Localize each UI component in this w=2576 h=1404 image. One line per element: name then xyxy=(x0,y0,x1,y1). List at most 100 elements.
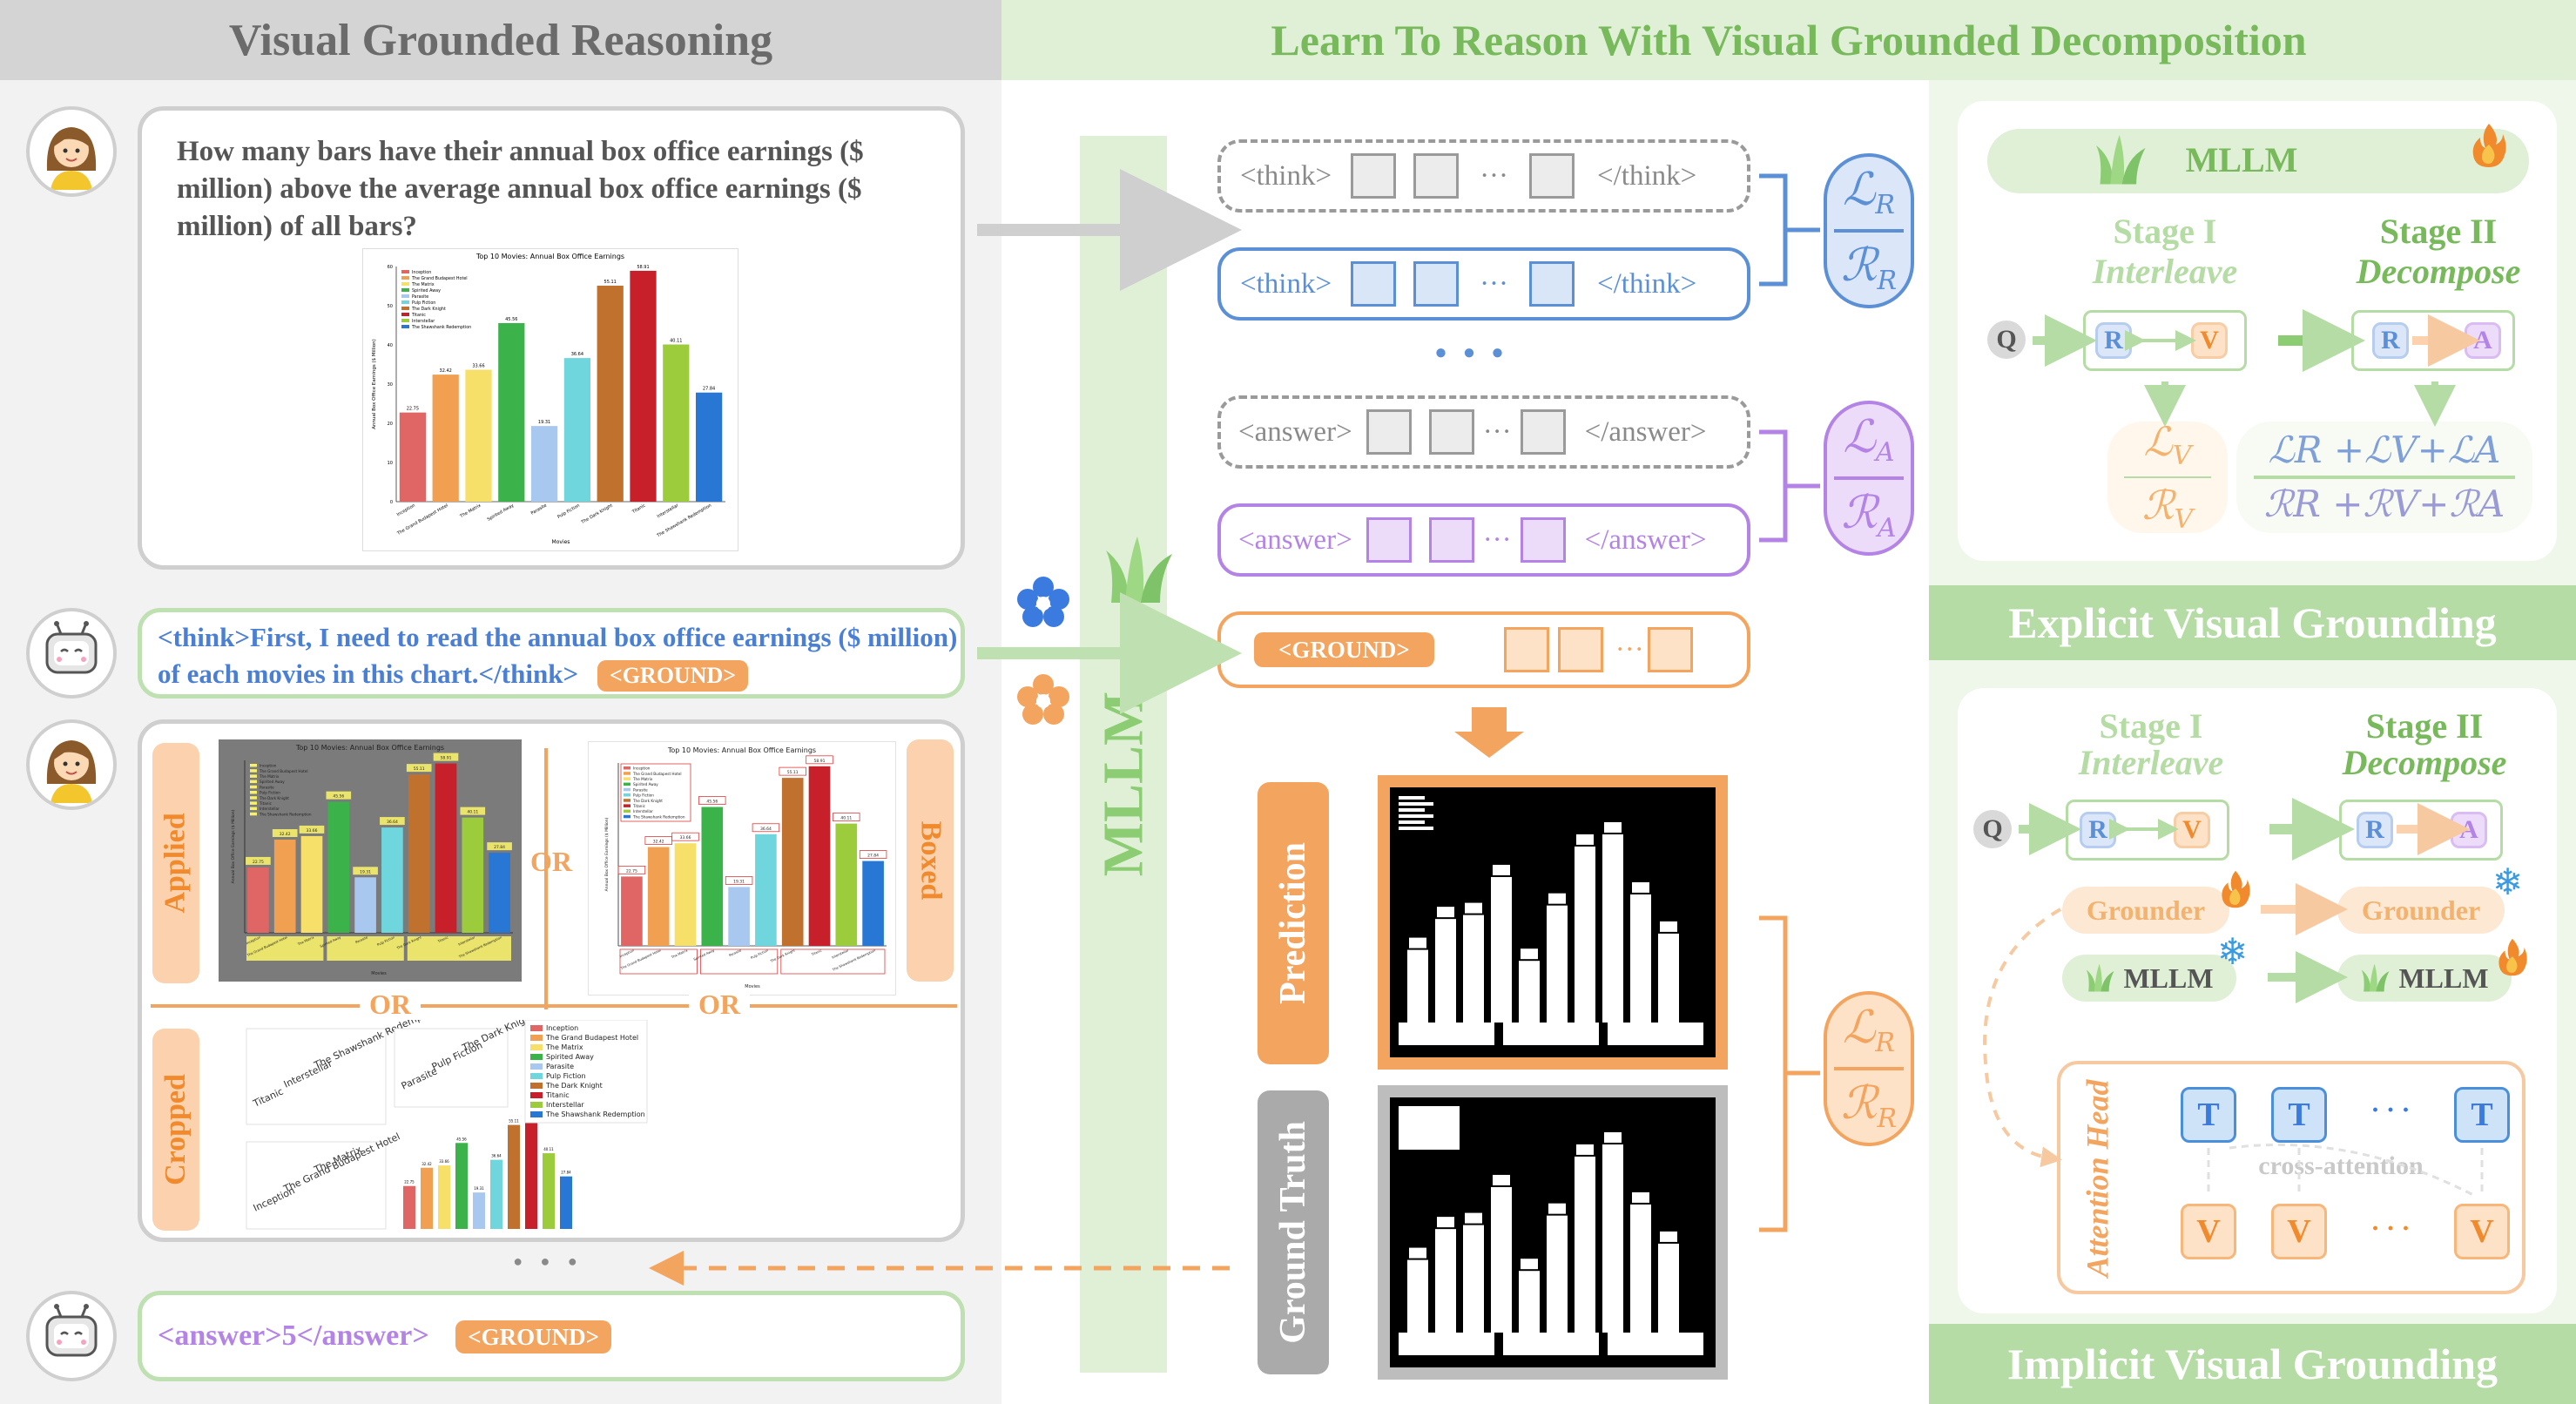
legend-label: Inception xyxy=(546,1024,578,1032)
legend-label: The Shawshank Redemption xyxy=(411,325,471,330)
t-token-1: T xyxy=(2181,1087,2236,1143)
bar-value-label: 27.84 xyxy=(494,845,505,850)
cropped-bar xyxy=(438,1165,450,1229)
cropped-bar xyxy=(421,1167,433,1229)
x-axis-label: Movies xyxy=(552,539,570,545)
value-box xyxy=(859,850,887,859)
cropped-bar-value: 27.84 xyxy=(561,1171,571,1175)
bar-value-label: 55.11 xyxy=(604,280,617,285)
mask-value xyxy=(1632,1191,1649,1203)
bar-value-label: 27.84 xyxy=(703,387,715,392)
think-tokens-sampled: <think> ··· </think> xyxy=(1217,139,1750,213)
mllm-column xyxy=(1080,136,1167,1373)
mask-value xyxy=(1409,937,1426,948)
mask-bar xyxy=(1630,1204,1651,1333)
bar xyxy=(435,763,457,933)
cropped-bar-value: 45.56 xyxy=(456,1137,467,1141)
x-tick-label: The Dark Knight xyxy=(769,948,796,963)
user-avatar-icon xyxy=(46,740,97,803)
cross-attention-label: cross-attention xyxy=(2258,1151,2424,1180)
loss-pill-grounding: ℒR ℛR xyxy=(1824,991,1914,1146)
bar-value-label: 40.11 xyxy=(467,810,478,815)
xlabel-box xyxy=(699,948,779,975)
legend-swatch xyxy=(624,804,631,807)
snowflake-icon: ❄ xyxy=(2217,933,2249,973)
bar-value-label: 22.75 xyxy=(253,860,264,865)
mask-value xyxy=(1604,1131,1622,1143)
or-label-1: OR xyxy=(530,846,572,877)
legend-label: Titanic xyxy=(632,804,646,808)
legend-swatch xyxy=(530,1025,543,1031)
legend-label: Parasite xyxy=(633,787,648,792)
mask-value xyxy=(1576,1144,1594,1155)
mask-xlabels xyxy=(1503,1333,1599,1355)
think-response-box: <think>First, I need to read the annual … xyxy=(138,608,965,699)
y-axis-label: Annual Box Office Earnings ($ Million) xyxy=(231,809,236,883)
implicit-stage2-title: Stage II xyxy=(2365,706,2484,746)
y-tick-label: 10 xyxy=(388,461,393,466)
x-tick-label: Parasite xyxy=(530,503,548,516)
legend-swatch xyxy=(401,276,409,280)
bar-value-label: 33.66 xyxy=(307,828,318,834)
bar xyxy=(530,426,558,502)
x-tick-label: Parasite xyxy=(728,948,742,957)
x-tick-label: Interstellar xyxy=(657,503,680,519)
y-tick-label: 60 xyxy=(388,265,393,270)
v-ellipsis: · · · xyxy=(2370,1214,2411,1243)
xlabel-highlight xyxy=(327,936,404,961)
legend-swatch xyxy=(401,319,409,322)
legend-label: The Matrix xyxy=(545,1043,583,1051)
legend-swatch xyxy=(624,799,631,802)
bar xyxy=(432,375,459,502)
attention-head-label: Attention Head xyxy=(2080,1079,2115,1278)
middle-panel-title: Learn To Reason With Visual Grounded Dec… xyxy=(1001,0,2576,80)
legend-swatch xyxy=(401,313,409,316)
bar-value-label: 33.66 xyxy=(472,364,484,369)
legend-label: The Matrix xyxy=(259,774,280,779)
legend-swatch xyxy=(624,809,631,813)
cropped-bar xyxy=(560,1176,572,1229)
bar-value-label: 40.11 xyxy=(670,339,682,344)
prediction-mask-image xyxy=(1399,796,1703,1045)
legend-label: The Dark Knight xyxy=(411,307,446,312)
legend-label: The Grand Budapest Hotel xyxy=(632,772,682,776)
explicit-stage2-title: Stage II xyxy=(2379,212,2498,251)
cropped-bar-value: 55.11 xyxy=(509,1119,519,1124)
variant-boxed-label: Boxed xyxy=(907,739,954,982)
mask-value xyxy=(1548,1203,1566,1214)
bar xyxy=(728,887,750,946)
bar-value-label: 45.56 xyxy=(706,800,718,805)
t-token-3: T xyxy=(2454,1087,2510,1143)
bar-value-label: 32.42 xyxy=(653,840,664,845)
mask-xlabels xyxy=(1399,1333,1494,1355)
legend-swatch xyxy=(530,1073,543,1079)
mask-value xyxy=(1493,864,1510,875)
legend-label: The Grand Budapest Hotel xyxy=(259,769,308,773)
mask-bar xyxy=(1463,915,1484,1023)
question-box: How many bars have their annual box offi… xyxy=(138,106,965,570)
or-label-3: OR xyxy=(689,989,750,1021)
v-token-3: V xyxy=(2454,1204,2510,1259)
mask-legend-line xyxy=(1399,820,1425,824)
applied-bar-chart: Top 10 Movies: Annual Box Office Earning… xyxy=(231,744,513,976)
bar-value-label: 58.91 xyxy=(814,759,826,764)
ground-truth-mask-image xyxy=(1399,1106,1703,1355)
legend-swatch xyxy=(401,294,409,298)
mask-bar xyxy=(1519,1271,1540,1333)
bar xyxy=(755,834,777,946)
chart-title: Top 10 Movies: Annual Box Office Earning… xyxy=(295,744,444,752)
prediction-mask xyxy=(1378,775,1728,1070)
crop-card xyxy=(394,1028,509,1108)
bar xyxy=(465,369,492,502)
mask-legend-line xyxy=(1399,808,1425,812)
mask-value xyxy=(1465,902,1482,914)
user-avatar xyxy=(26,106,117,197)
bar-value-label: 27.84 xyxy=(867,854,879,859)
legend-swatch xyxy=(401,288,409,292)
bar-value-label: 36.64 xyxy=(760,827,772,832)
bar-value-label: 19.31 xyxy=(733,879,745,884)
mask-bar xyxy=(1463,1225,1484,1333)
value-highlight xyxy=(299,825,325,834)
legend-swatch xyxy=(624,782,631,786)
